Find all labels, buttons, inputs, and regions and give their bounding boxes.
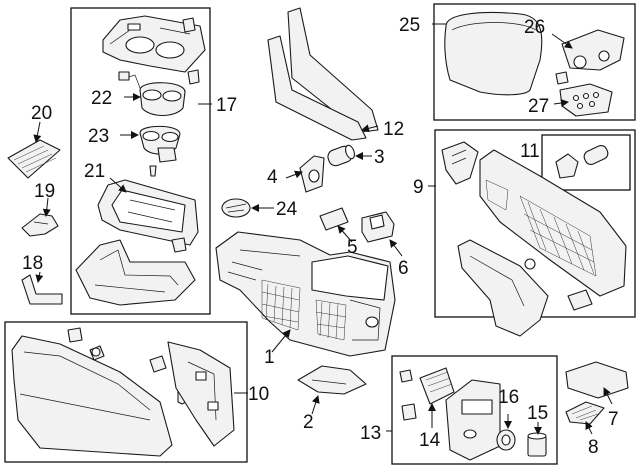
callout-11: 11 (520, 141, 540, 162)
part-7-mat (565, 361, 629, 399)
callout-25: 25 (399, 15, 420, 36)
part-25-armrest-lid (444, 12, 543, 96)
callout-23: 23 (88, 126, 109, 147)
callout-18: 18 (22, 253, 43, 274)
callout-20: 20 (31, 103, 52, 124)
callout-4: 4 (267, 167, 278, 188)
part-8-mat (565, 401, 605, 425)
callout-13: 13 (360, 423, 381, 444)
part-5-pad (319, 207, 349, 231)
callout-27: 27 (528, 96, 549, 117)
part-22-cup-holder (118, 71, 186, 117)
part-20-mat (7, 139, 61, 179)
callout-15: 15 (527, 403, 548, 424)
part-27-latch (559, 83, 613, 117)
group-box-13 (391, 355, 558, 465)
callout-22: 22 (91, 88, 112, 109)
group-box-17 (70, 7, 211, 315)
part-6-switch (361, 211, 395, 243)
leader-lines (33, 23, 613, 435)
part-3-bulb (327, 144, 356, 167)
callout-10: 10 (248, 384, 269, 405)
callout-24: 24 (276, 199, 298, 220)
part-9-side-trim (479, 149, 627, 297)
part-10-end-bracket (167, 341, 235, 447)
callout-6: 6 (398, 258, 409, 279)
part-16-cap (496, 429, 516, 451)
callout-17: 17 (216, 95, 237, 116)
part-4-lamp-housing (299, 155, 325, 193)
callout-8: 8 (588, 437, 599, 458)
part-13-bezel (401, 379, 501, 461)
group-box-10 (4, 321, 248, 463)
part-23-cup-insert (139, 125, 181, 177)
callout-19: 19 (34, 181, 55, 202)
callout-3: 3 (374, 147, 385, 168)
part-21-bezel (97, 179, 199, 253)
part-15-socket (527, 432, 547, 457)
callout-1: 1 (264, 347, 275, 368)
part-17-lower-panel (75, 239, 196, 306)
callout-26: 26 (524, 17, 545, 38)
callout-12: 12 (383, 119, 404, 140)
group-box-11 (541, 134, 631, 191)
part-12-trim-strip (267, 7, 379, 141)
part-17-clip (182, 17, 200, 85)
callout-16: 16 (498, 387, 519, 408)
callout-14: 14 (419, 430, 441, 451)
part-17-top-trim (102, 15, 206, 73)
part-9-vent-duct (441, 141, 479, 185)
part-19-bracket (21, 213, 59, 237)
part-2-bracket (297, 365, 367, 395)
part-18-trim (21, 274, 63, 305)
callout-5: 5 (347, 237, 358, 258)
callout-2: 2 (303, 412, 314, 433)
part-26-hinge (555, 29, 625, 85)
part-13-vent (399, 367, 455, 405)
part-24-cover (221, 198, 251, 218)
part-11-bulb-socket (555, 145, 609, 179)
callout-9: 9 (413, 177, 424, 198)
callout-7: 7 (608, 409, 619, 430)
group-box-25 (433, 3, 636, 121)
part-1-console-body (215, 231, 396, 357)
part-9-lower-panel (457, 239, 593, 337)
callout-21: 21 (84, 161, 105, 182)
part-10-side-panel (11, 335, 173, 457)
